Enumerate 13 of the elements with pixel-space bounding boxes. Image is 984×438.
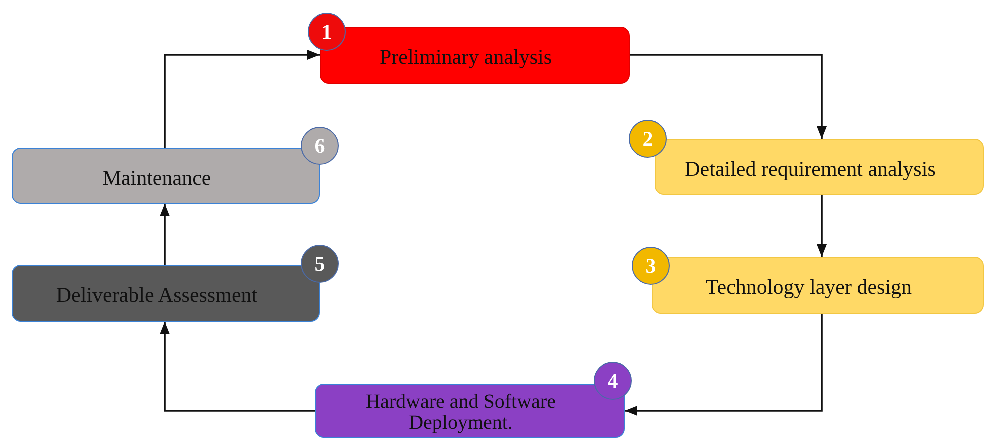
step-number-circle: 5 <box>301 245 339 283</box>
arrow <box>625 314 823 416</box>
step-number-circle: 4 <box>594 362 632 400</box>
arrow <box>160 204 170 265</box>
step-number-circle: 1 <box>308 13 346 51</box>
step-number-circle: 3 <box>632 247 670 285</box>
arrow <box>160 322 315 412</box>
arrow <box>630 54 828 139</box>
step-number-circle: 6 <box>301 127 339 165</box>
arrow <box>164 50 320 148</box>
step-number-circle: 2 <box>629 120 667 158</box>
process-box: Detailed requirement analysis <box>655 139 984 195</box>
arrow <box>816 195 828 257</box>
